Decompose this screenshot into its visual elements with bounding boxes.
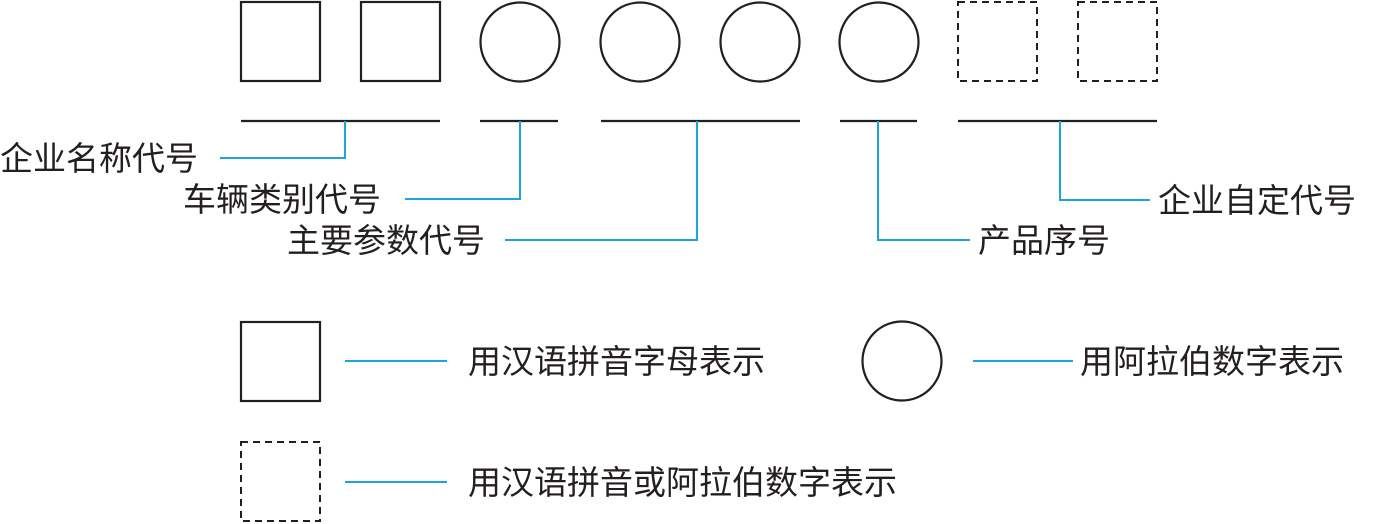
- label-main-parameter: 主要参数代号: [287, 221, 485, 260]
- digit-circle-4: [838, 1, 920, 83]
- letter-box-1: [239, 0, 322, 83]
- legend-label-letter: 用汉语拼音字母表示: [468, 342, 765, 381]
- connector-main-parameter: [505, 121, 698, 241]
- label-company-custom: 企业自定代号: [1158, 181, 1356, 220]
- legend-dashed-square-icon: [240, 441, 321, 522]
- connector-vehicle-category: [405, 121, 521, 200]
- field-labels: 企业名称代号 车辆类别代号 主要参数代号 产品序号 企业自定代号: [0, 139, 1356, 260]
- connector-company-name: [220, 121, 346, 159]
- label-company-name: 企业名称代号: [0, 139, 198, 178]
- digit-circle-2: [599, 1, 681, 83]
- letter-box-2: [359, 0, 442, 83]
- legend-label-digit: 用阿拉伯数字表示: [1080, 342, 1344, 381]
- label-vehicle-category: 车辆类别代号: [183, 180, 381, 219]
- dashed-box-2: [1077, 1, 1158, 82]
- legend: 用汉语拼音字母表示 用阿拉伯数字表示 用汉语拼音或阿拉伯数字表示: [239, 320, 1344, 522]
- connector-product-serial: [877, 121, 970, 241]
- digit-circle-3: [719, 1, 801, 83]
- label-product-serial: 产品序号: [978, 221, 1110, 260]
- connector-company-custom: [1059, 121, 1150, 201]
- legend-square-icon: [239, 320, 322, 403]
- code-symbols: [239, 0, 1158, 83]
- dashed-box-1: [957, 1, 1038, 82]
- legend-circle-icon: [861, 320, 943, 402]
- connectors: [220, 121, 1150, 241]
- legend-label-letter-or-digit: 用汉语拼音或阿拉伯数字表示: [468, 463, 897, 502]
- digit-circle-1: [479, 1, 561, 83]
